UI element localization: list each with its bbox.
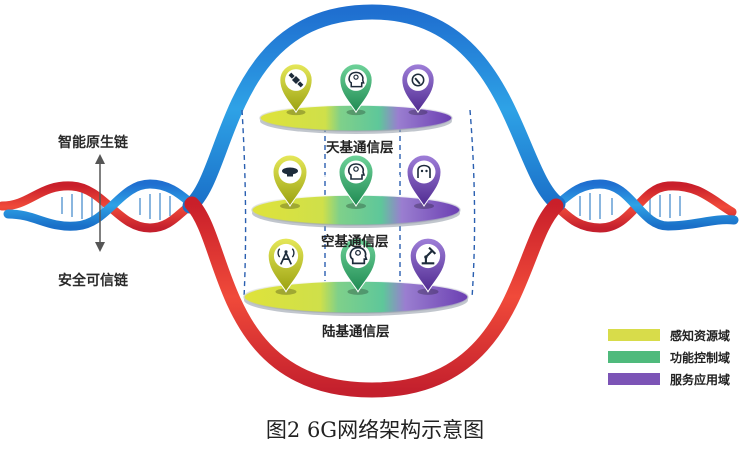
phone-hand-icon xyxy=(411,73,425,87)
pin-face xyxy=(273,243,299,269)
lower-red-loop xyxy=(184,196,564,398)
brain-head-icon xyxy=(349,246,368,265)
pin-marker xyxy=(409,237,447,295)
airship-icon xyxy=(282,167,298,177)
layer-disc xyxy=(244,281,468,313)
layer-label-ground: 陆基通信层 xyxy=(322,324,390,340)
legend-label-control: 功能控制域 xyxy=(670,350,731,365)
pin-marker xyxy=(401,63,435,116)
layer-label-air: 空基通信层 xyxy=(321,234,389,250)
robot-arm-icon xyxy=(421,246,437,265)
layer-disc xyxy=(252,195,460,225)
brain-head-icon xyxy=(348,71,365,88)
legend-label-sensing: 感知资源域 xyxy=(670,328,731,343)
lower-chain-label: 安全可信链 xyxy=(58,273,128,289)
right-helix-rungs xyxy=(579,193,681,220)
left-helix xyxy=(0,179,197,233)
right-helix xyxy=(551,179,739,233)
chain-double-arrow xyxy=(95,154,105,252)
pin-marker xyxy=(338,154,374,209)
radio-tower-icon xyxy=(277,248,295,265)
legend-swatch-service xyxy=(608,373,660,385)
brain-head-icon xyxy=(347,163,366,180)
pin-marker xyxy=(279,63,313,116)
flow-arrowhead xyxy=(404,257,410,263)
legend-item: 服务应用域 xyxy=(608,368,736,390)
pin-face xyxy=(407,69,429,91)
pin-marker xyxy=(339,237,377,295)
layer-label-space: 天基通信层 xyxy=(326,140,394,156)
flow-arrowhead xyxy=(333,173,338,179)
vertical-dashed-connectors xyxy=(241,109,476,299)
layer-discs xyxy=(243,63,469,316)
legend-item: 功能控制域 xyxy=(608,346,736,368)
pin-marker xyxy=(272,154,308,209)
layer-disc xyxy=(260,105,452,131)
legend-label-service: 服务应用域 xyxy=(670,372,731,387)
flow-arrowhead xyxy=(333,81,339,87)
figure-caption: 图2 6G网络架构示意图 xyxy=(265,418,485,442)
pin-face xyxy=(412,160,436,184)
robot-face-icon xyxy=(417,164,431,178)
upper-chain-label: 智能原生链 xyxy=(58,135,128,151)
legend-swatch-control xyxy=(608,351,660,363)
upper-blue-loop xyxy=(182,4,566,214)
legend-item: 感知资源域 xyxy=(608,324,736,346)
pin-marker xyxy=(339,63,373,116)
pin-marker xyxy=(406,154,442,209)
pin-marker xyxy=(267,237,305,295)
flow-arrowhead xyxy=(401,173,406,179)
flow-arrowhead xyxy=(334,257,340,263)
flow-arrowhead xyxy=(395,81,401,87)
domain-legend: 感知资源域 功能控制域 服务应用域 xyxy=(608,324,736,390)
legend-swatch-sensing xyxy=(608,329,660,341)
